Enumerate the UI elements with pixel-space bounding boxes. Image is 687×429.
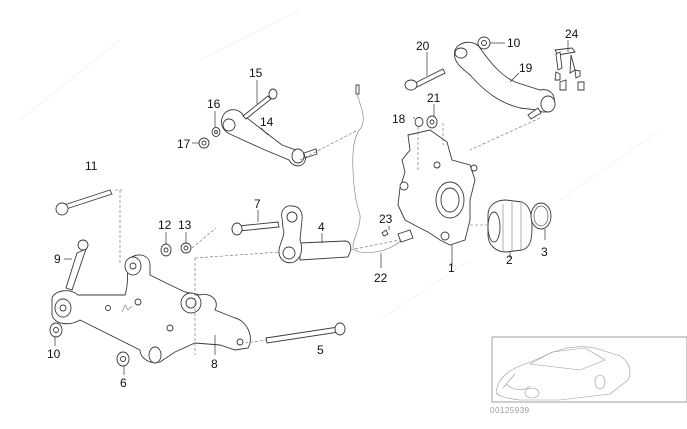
part-10-top-nut[interactable] xyxy=(477,36,491,50)
callout-14: 14 xyxy=(260,115,274,129)
callout-10-bottom: 10 xyxy=(47,347,61,361)
vehicle-locator-thumbnail[interactable] xyxy=(491,336,687,403)
part-13-nut[interactable] xyxy=(180,242,192,254)
callout-11: 11 xyxy=(85,159,98,173)
part-22-abs-sensor[interactable] xyxy=(352,84,414,254)
car-outline-icon xyxy=(495,346,631,401)
diagram-code: 00125939 xyxy=(490,406,530,415)
callout-21: 21 xyxy=(427,91,441,105)
part-17-nut[interactable] xyxy=(198,137,210,149)
callout-16: 16 xyxy=(207,97,221,111)
callout-24: 24 xyxy=(565,27,579,41)
part-2-wheel-bearing[interactable] xyxy=(487,199,533,253)
part-8-rear-axle-carrier[interactable] xyxy=(51,254,251,364)
callout-5: 5 xyxy=(317,343,324,357)
part-1-wheel-carrier[interactable] xyxy=(397,129,478,246)
callout-9: 9 xyxy=(54,252,61,266)
callout-3: 3 xyxy=(541,245,548,259)
callout-17: 17 xyxy=(177,137,191,151)
callout-12: 12 xyxy=(158,218,172,232)
part-19-upper-control-arm[interactable] xyxy=(454,41,556,120)
callout-20: 20 xyxy=(416,39,430,53)
part-10-bottom-nut[interactable] xyxy=(49,322,63,338)
callout-2: 2 xyxy=(506,253,513,267)
part-24-brackets[interactable] xyxy=(554,40,585,91)
part-18-washer[interactable] xyxy=(414,117,424,127)
callout-10-top: 10 xyxy=(507,36,521,50)
part-20-bolt[interactable] xyxy=(404,68,446,91)
part-6-nut[interactable] xyxy=(116,351,130,367)
callout-15: 15 xyxy=(249,66,263,80)
part-5-long-bolt[interactable] xyxy=(265,322,346,344)
part-21-nut[interactable] xyxy=(426,115,438,129)
part-16-washer[interactable] xyxy=(211,127,221,137)
part-7-bolt[interactable] xyxy=(231,221,280,236)
callout-7: 7 xyxy=(254,197,261,211)
part-9-bolt[interactable] xyxy=(65,239,89,291)
callout-19: 19 xyxy=(519,61,533,75)
callout-13: 13 xyxy=(178,218,192,232)
callout-1: 1 xyxy=(448,261,455,275)
part-15-bolt[interactable] xyxy=(242,88,278,120)
callout-18: 18 xyxy=(392,112,406,126)
part-23-screw[interactable] xyxy=(381,229,389,237)
callout-4: 4 xyxy=(318,220,325,234)
callout-8: 8 xyxy=(211,357,218,371)
background-hatching xyxy=(19,9,661,321)
part-11-bolt[interactable] xyxy=(55,189,113,216)
part-12-washer[interactable] xyxy=(160,243,172,257)
part-4-bushing-link[interactable] xyxy=(278,205,352,264)
callout-23: 23 xyxy=(379,212,393,226)
callout-22: 22 xyxy=(374,271,388,285)
callout-6: 6 xyxy=(120,376,127,390)
part-3-circlip[interactable] xyxy=(530,202,552,230)
